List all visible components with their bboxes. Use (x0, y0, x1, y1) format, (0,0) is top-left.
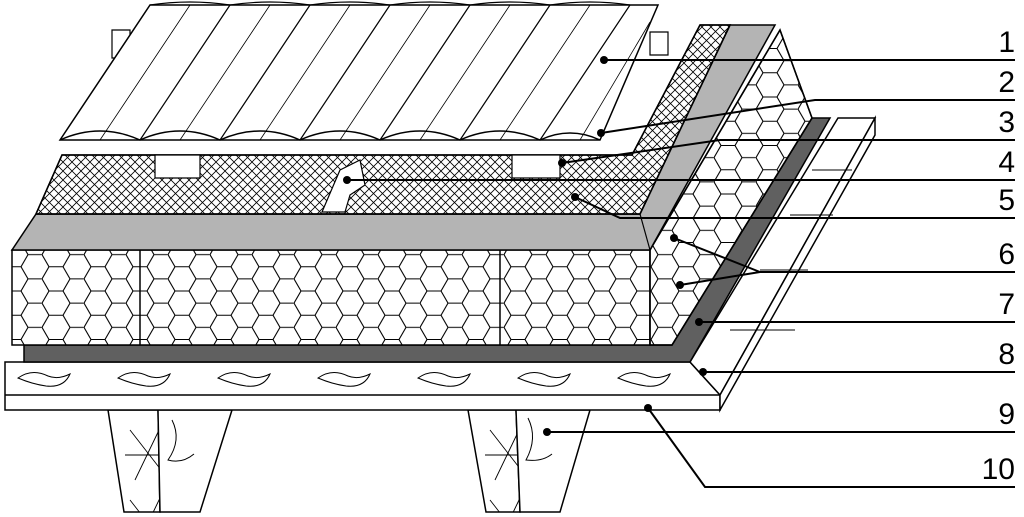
callout-9: 9 (998, 398, 1015, 431)
callout-8: 8 (998, 338, 1015, 371)
callout-2: 2 (998, 66, 1015, 99)
callout-6: 6 (998, 238, 1015, 271)
callout-4: 4 (998, 146, 1015, 179)
leader-dots (343, 56, 707, 436)
insulation-boards (11, 28, 813, 346)
battens (111, 29, 669, 179)
roof-tiles (58, 1, 660, 141)
callout-labels: 1 2 3 4 5 6 7 8 9 10 (982, 26, 1015, 486)
callout-10: 10 (982, 453, 1015, 486)
wood-deck (4, 115, 877, 413)
callout-7: 7 (998, 288, 1015, 321)
rafters (107, 409, 592, 513)
leader-lines (347, 59, 1015, 488)
callout-5: 5 (998, 184, 1015, 217)
callout-3: 3 (998, 106, 1015, 139)
callout-1: 1 (998, 26, 1015, 59)
